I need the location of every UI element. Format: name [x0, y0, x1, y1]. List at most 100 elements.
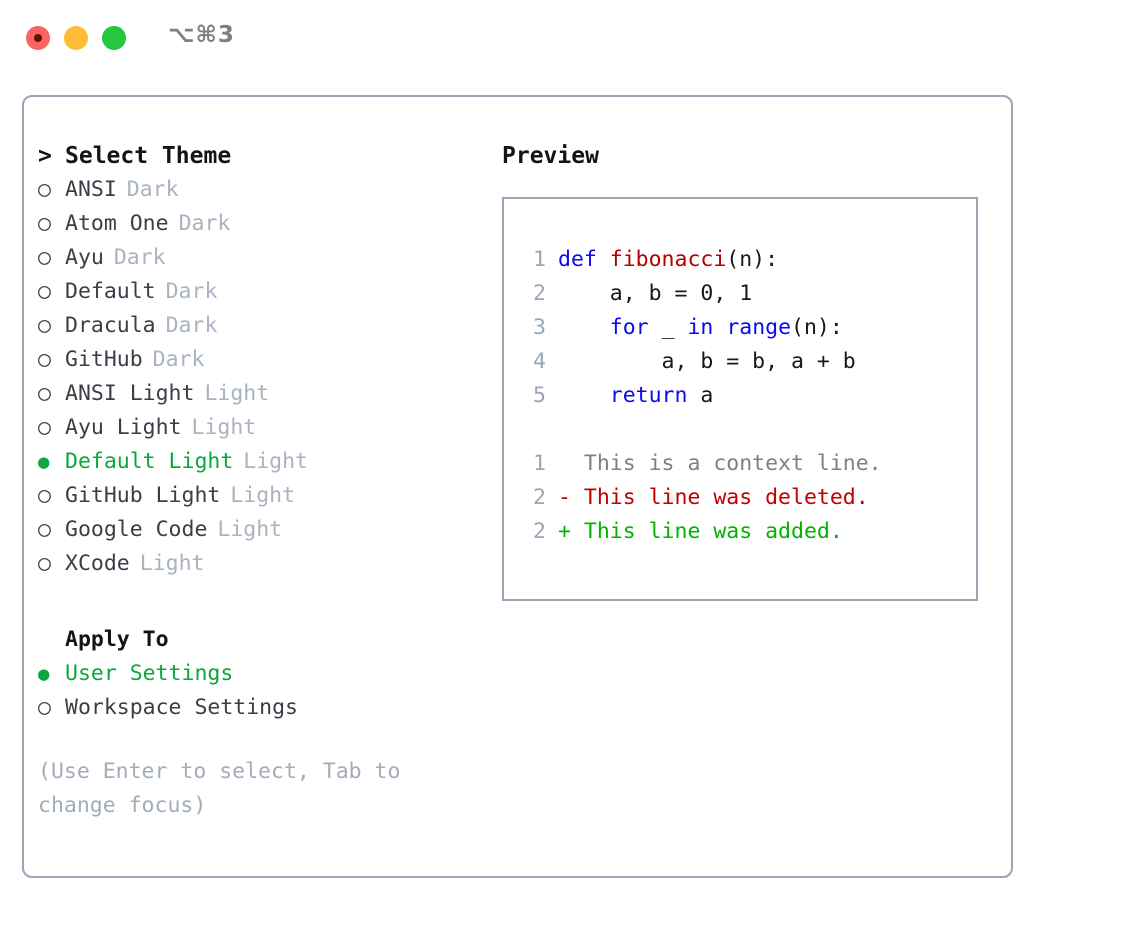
line-number: 3	[533, 315, 546, 340]
line-number: 1	[533, 247, 546, 272]
title-bar: ⌥⌘3	[0, 0, 1140, 78]
traffic-light-group	[26, 26, 126, 50]
apply-to-heading: Apply To	[65, 627, 169, 652]
radio-unselected-icon[interactable]: ○	[38, 211, 51, 236]
code-blank-line	[520, 413, 882, 447]
code-token	[713, 311, 726, 345]
diff-sign: -	[558, 485, 571, 510]
theme-name-label: Ayu Light	[65, 415, 182, 440]
theme-name-label: Default Light	[65, 449, 234, 474]
code-token: fibonacci	[609, 247, 727, 272]
apply-to-option-label: User Settings	[65, 661, 234, 686]
theme-list-item[interactable]: ○ GitHub Dark	[38, 343, 488, 377]
radio-unselected-icon[interactable]: ○	[38, 695, 51, 720]
theme-kind-badge: Dark	[152, 347, 205, 372]
theme-kind-badge: Dark	[113, 245, 166, 270]
line-number: 5	[533, 383, 546, 408]
theme-list-item[interactable]: ○ ANSI Dark	[38, 173, 488, 207]
prompt-caret-icon: >	[38, 143, 52, 169]
line-number: 2	[533, 485, 546, 510]
theme-list-item[interactable]: ○ Dracula Dark	[38, 309, 488, 343]
maximize-button[interactable]	[102, 26, 126, 50]
theme-kind-badge: Dark	[165, 313, 218, 338]
line-number: 1	[533, 451, 546, 476]
theme-list-item[interactable]: ○ Ayu Light Light	[38, 411, 488, 445]
theme-list-item[interactable]: ○ Ayu Dark	[38, 241, 488, 275]
apply-to-option[interactable]: ○ Workspace Settings	[38, 691, 488, 725]
theme-name-label: Ayu	[65, 245, 104, 270]
theme-name-label: GitHub	[65, 347, 143, 372]
diff-text: This line was deleted.	[570, 485, 869, 510]
radio-selected-icon[interactable]: ●	[38, 451, 50, 473]
code-token: def	[558, 247, 610, 272]
diff-line: 2- This line was deleted.	[520, 481, 882, 515]
radio-unselected-icon[interactable]: ○	[38, 279, 51, 304]
keyboard-hint-text: (Use Enter to select, Tab to change focu…	[38, 759, 401, 818]
radio-unselected-icon[interactable]: ○	[38, 381, 51, 406]
select-theme-heading: > Select Theme	[38, 139, 488, 173]
radio-unselected-icon[interactable]: ○	[38, 313, 51, 338]
theme-name-label: Default	[65, 279, 156, 304]
radio-unselected-icon[interactable]: ○	[38, 517, 51, 542]
theme-kind-badge: Dark	[178, 211, 231, 236]
radio-unselected-icon[interactable]: ○	[38, 347, 51, 372]
radio-unselected-icon[interactable]: ○	[38, 177, 51, 202]
code-token: for	[609, 315, 649, 340]
theme-name-label: ANSI Light	[65, 381, 195, 406]
section-spacer	[38, 581, 488, 623]
diff-sign	[558, 447, 571, 481]
minimize-button[interactable]	[64, 26, 88, 50]
line-number: 2	[533, 519, 546, 544]
diff-line: 2 + This line was added.	[520, 515, 882, 549]
theme-name-label: Dracula	[65, 313, 156, 338]
radio-unselected-icon[interactable]: ○	[38, 483, 51, 508]
theme-list-item[interactable]: ○ ANSI Light Light	[38, 377, 488, 411]
code-token: a, b = b, a + b	[558, 349, 856, 374]
code-token: in	[687, 315, 714, 340]
line-number: 2	[533, 281, 546, 306]
radio-unselected-icon[interactable]: ○	[38, 415, 51, 440]
code-token: _	[648, 315, 688, 340]
code-token: a, b = 0, 1	[558, 281, 753, 306]
theme-name-label: Atom One	[65, 211, 169, 236]
diff-line: 1 This is a context line.	[520, 447, 882, 481]
theme-list-item[interactable]: ○ Atom One Dark	[38, 207, 488, 241]
theme-kind-badge: Light	[230, 483, 296, 508]
diff-text: This is a context line.	[570, 451, 882, 476]
theme-name-label: XCode	[65, 551, 130, 576]
code-token: (n):	[791, 315, 843, 340]
theme-list-item[interactable]: ○ Google Code Light	[38, 513, 488, 547]
apply-to-option[interactable]: ● User Settings	[38, 657, 488, 691]
apply-to-option-label: Workspace Settings	[65, 695, 298, 720]
diff-sign: +	[558, 519, 571, 544]
theme-kind-badge: Light	[204, 381, 270, 406]
code-token	[558, 379, 610, 413]
code-line: 4 a, b = b, a + b	[520, 345, 882, 379]
apply-to-list: ● User Settings ○ Workspace Settings	[38, 657, 488, 725]
theme-name-label: Google Code	[65, 517, 208, 542]
theme-kind-badge: Dark	[126, 177, 179, 202]
radio-selected-icon[interactable]: ●	[38, 663, 50, 685]
radio-unselected-icon[interactable]: ○	[38, 245, 51, 270]
code-token: return	[609, 383, 688, 408]
theme-name-label: ANSI	[65, 177, 117, 202]
radio-unselected-icon[interactable]: ○	[38, 551, 51, 576]
theme-kind-badge: Light	[191, 415, 257, 440]
theme-list-item[interactable]: ○ XCode Light	[38, 547, 488, 581]
code-line: 3 for _ in range(n):	[520, 311, 882, 345]
preview-heading: Preview	[502, 143, 599, 169]
code-token	[558, 311, 610, 345]
select-theme-heading-label: Select Theme	[65, 143, 232, 169]
theme-kind-badge: Light	[217, 517, 283, 542]
close-button[interactable]	[26, 26, 50, 50]
code-line: 2 a, b = 0, 1	[520, 277, 882, 311]
diff-text: This line was added.	[570, 519, 843, 544]
theme-kind-badge: Light	[139, 551, 205, 576]
